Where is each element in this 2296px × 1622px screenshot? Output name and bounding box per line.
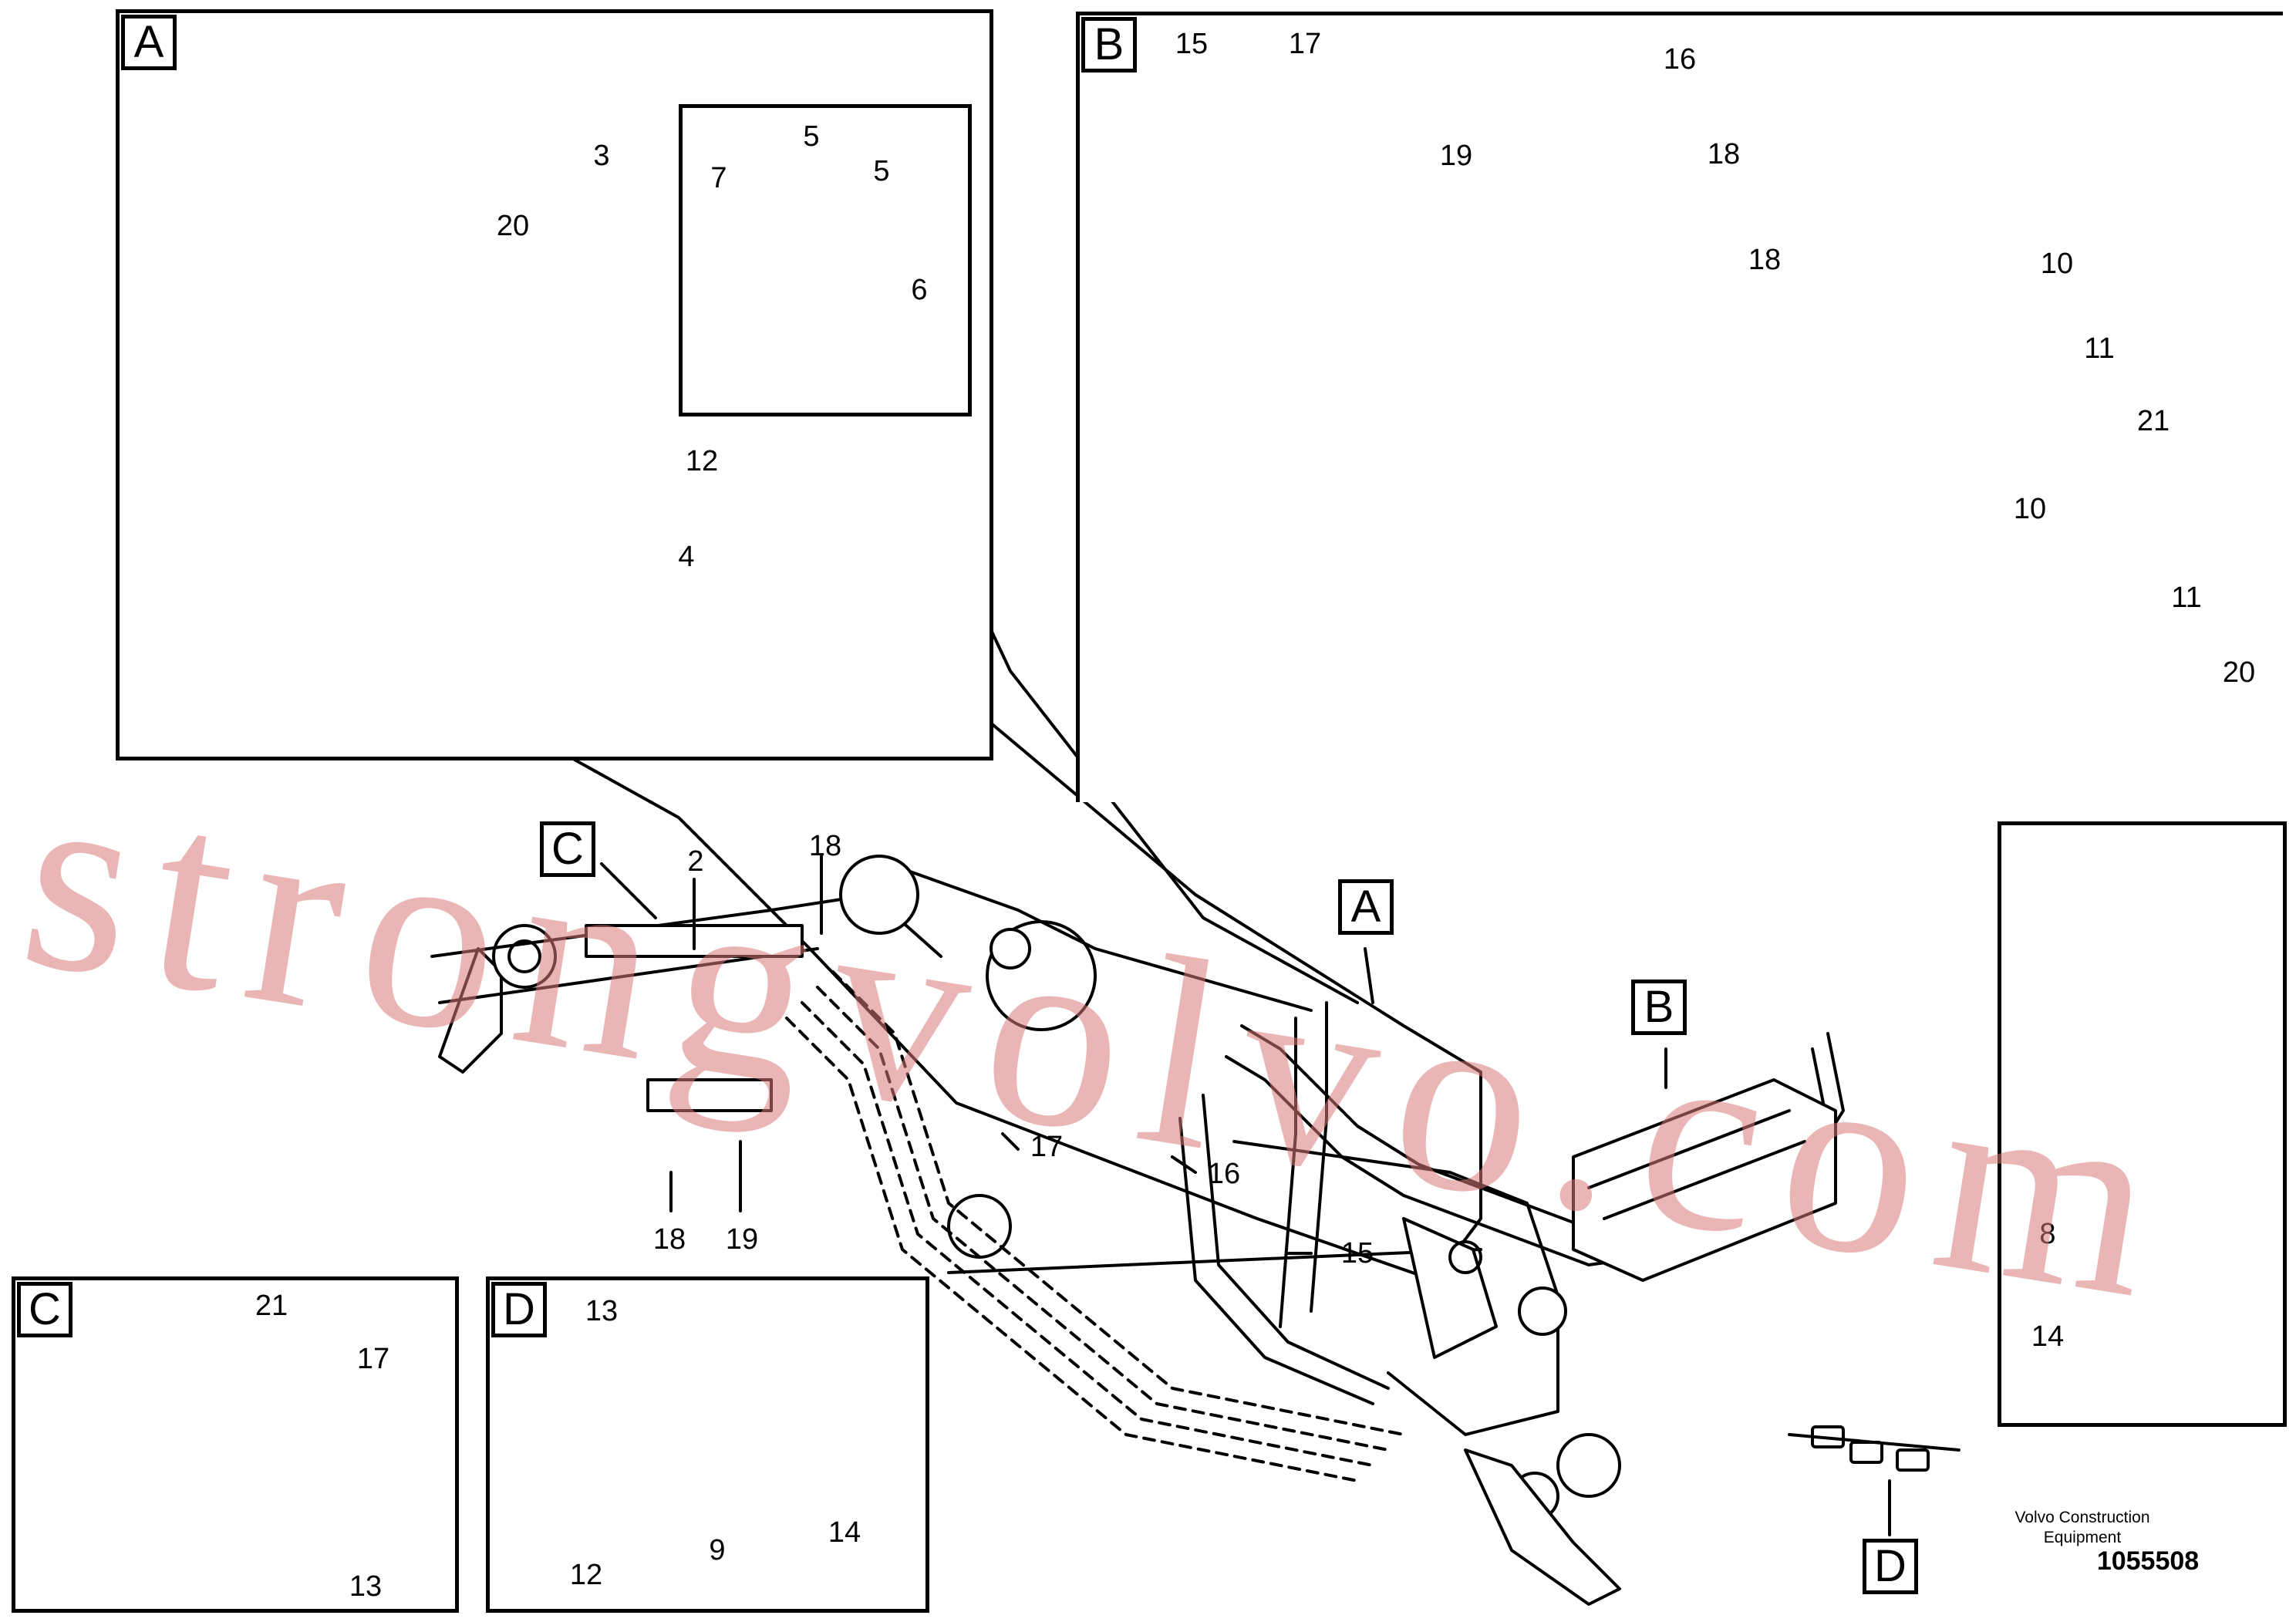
callout: 5 xyxy=(873,155,890,187)
callout: 19 xyxy=(725,1223,759,1256)
main-ref-d: D xyxy=(1863,1539,1918,1594)
callout: 7 xyxy=(710,162,727,194)
view-d-frame xyxy=(486,1276,929,1613)
callout: 13 xyxy=(585,1295,619,1327)
view-c-tag: C xyxy=(17,1282,72,1337)
callout: 4 xyxy=(678,541,695,573)
view-a-inset-frame xyxy=(679,104,972,416)
callout: 13 xyxy=(349,1570,383,1603)
view-c-frame xyxy=(12,1276,459,1613)
callout: 2 xyxy=(687,845,704,878)
callout: 18 xyxy=(652,1223,686,1256)
callout: 3 xyxy=(593,140,610,172)
view-b-frame xyxy=(1076,12,2283,802)
callout: 19 xyxy=(1439,140,1473,172)
callout: 6 xyxy=(911,274,928,306)
company-credit: Volvo Construction Equipment xyxy=(1944,1508,2221,1548)
callout: 14 xyxy=(828,1516,861,1549)
view-a-tag: A xyxy=(121,15,177,70)
callout: 10 xyxy=(2013,493,2047,525)
callout: 5 xyxy=(803,120,820,153)
main-ref-c: C xyxy=(540,821,595,877)
sensor-view-frame xyxy=(1998,821,2287,1427)
main-ref-a: A xyxy=(1338,879,1394,935)
callout: 21 xyxy=(2136,405,2170,437)
company-line-2: Equipment xyxy=(2043,1529,2122,1546)
callout: 12 xyxy=(569,1559,603,1591)
callout: 17 xyxy=(356,1343,390,1375)
view-b-tag: B xyxy=(1081,17,1137,73)
callout: 18 xyxy=(1748,244,1782,276)
callout: 8 xyxy=(2039,1218,2056,1250)
callout: 21 xyxy=(255,1290,288,1322)
company-line-1: Volvo Construction xyxy=(2014,1509,2150,1526)
callout: 17 xyxy=(1030,1131,1064,1163)
callout: 10 xyxy=(2040,248,2074,280)
callout: 18 xyxy=(1707,138,1741,170)
drawing-number: 1055508 xyxy=(2096,1546,2200,1576)
callout: 20 xyxy=(2222,656,2256,689)
callout: 15 xyxy=(1175,28,1209,60)
callout: 11 xyxy=(2084,332,2115,365)
callout: 17 xyxy=(1288,28,1322,60)
callout: 18 xyxy=(808,830,842,862)
callout: 12 xyxy=(685,445,719,477)
callout: 20 xyxy=(496,210,530,242)
callout: 16 xyxy=(1207,1158,1241,1190)
callout: 15 xyxy=(1340,1237,1374,1270)
callout: 9 xyxy=(709,1534,726,1566)
callout: 16 xyxy=(1663,43,1697,76)
main-ref-b: B xyxy=(1631,980,1687,1035)
view-d-tag: D xyxy=(491,1282,547,1337)
callout: 14 xyxy=(2031,1320,2065,1353)
callout: 11 xyxy=(2171,582,2202,614)
